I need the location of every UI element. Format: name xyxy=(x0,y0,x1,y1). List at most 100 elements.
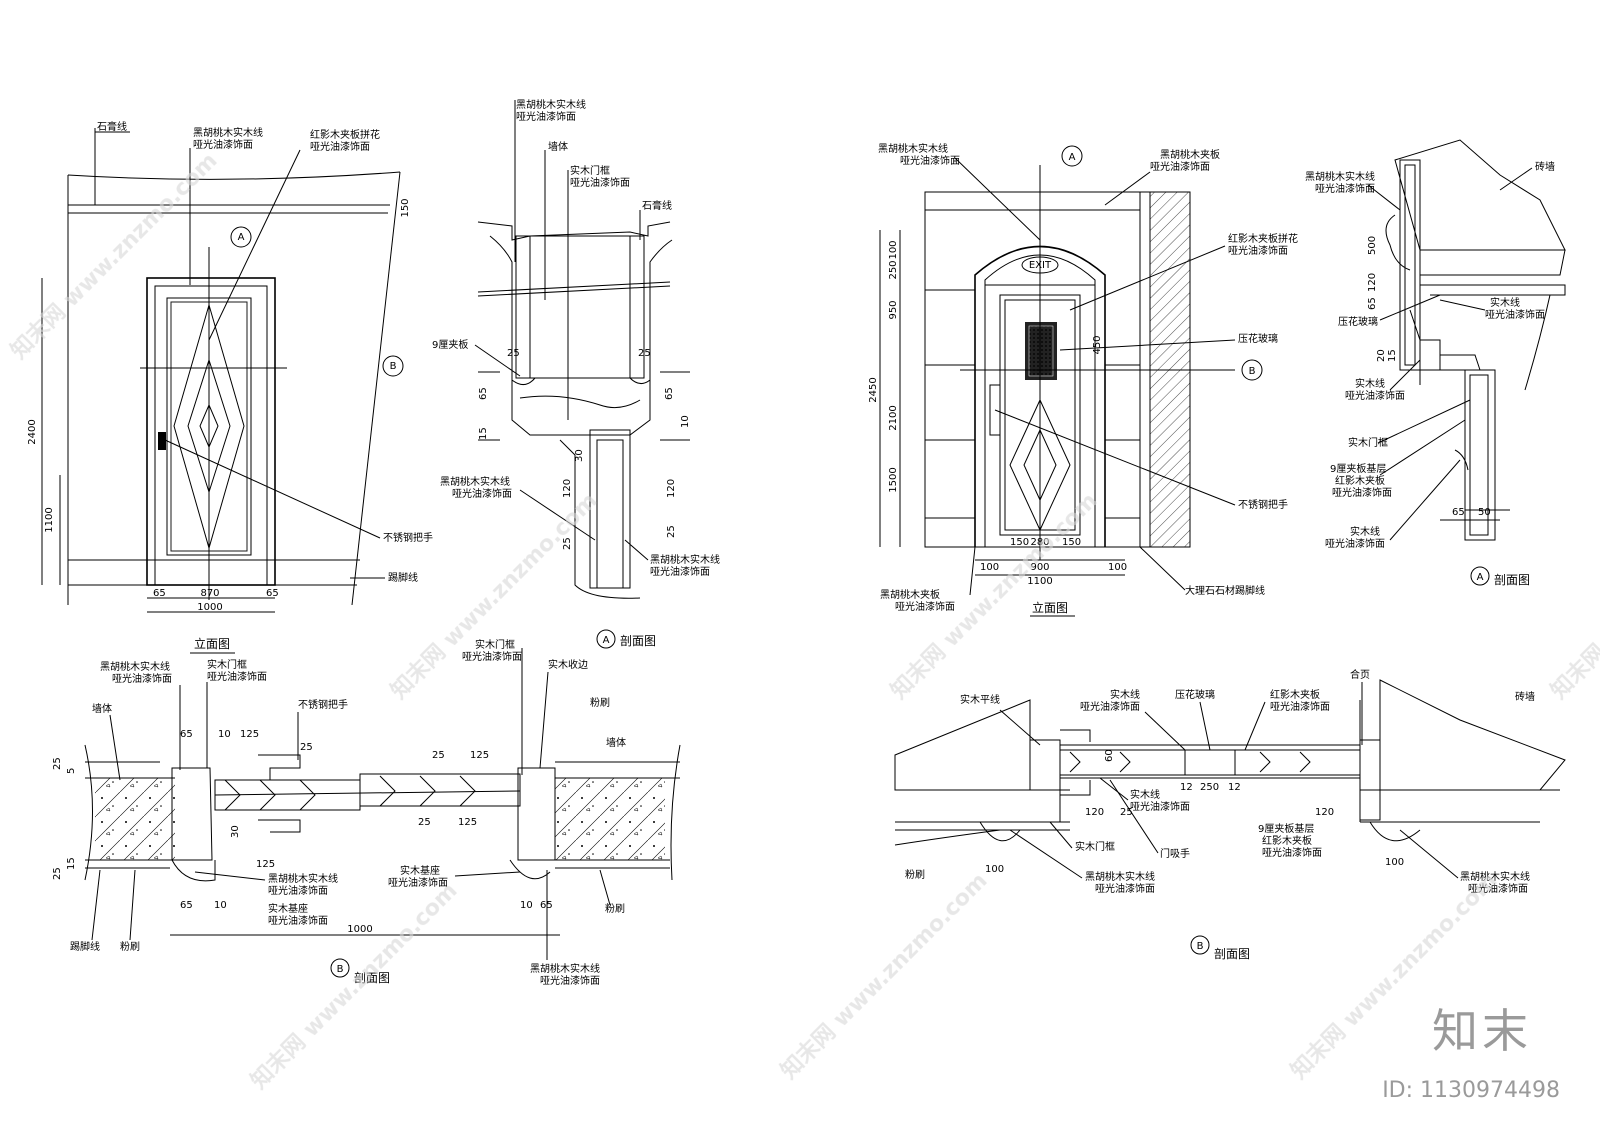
svg-text:65: 65 xyxy=(180,900,193,911)
svg-text:实木线: 实木线 xyxy=(1490,296,1520,309)
svg-text:哑光油漆饰面: 哑光油漆饰面 xyxy=(900,154,960,167)
svg-text:950: 950 xyxy=(888,300,899,319)
label-handle: 不锈钢把手 xyxy=(383,531,433,544)
svg-text:100: 100 xyxy=(1385,857,1404,868)
svg-text:哑光油漆饰面: 哑光油漆饰面 xyxy=(1325,537,1385,550)
svg-text:A: A xyxy=(1069,152,1076,163)
svg-text:450: 450 xyxy=(1092,335,1103,354)
svg-text:知末网 www.znzmo.com: 知末网 www.znzmo.com xyxy=(386,488,603,705)
svg-text:125: 125 xyxy=(470,750,489,761)
svg-text:哑光油漆饰面: 哑光油漆饰面 xyxy=(1468,882,1528,895)
marker-b: B xyxy=(390,361,397,372)
svg-text:哑光油漆饰面: 哑光油漆饰面 xyxy=(452,487,512,500)
svg-text:60: 60 xyxy=(1104,749,1115,762)
label-board: 9厘夹板 xyxy=(432,338,468,351)
dim-2400: 2400 xyxy=(27,419,38,444)
svg-text:65: 65 xyxy=(180,729,193,740)
svg-text:大理石石材踢脚线: 大理石石材踢脚线 xyxy=(1185,584,1265,597)
svg-text:哑光油漆饰面: 哑光油漆饰面 xyxy=(1150,160,1210,173)
svg-text:粉刷: 粉刷 xyxy=(605,902,625,915)
right-elevation: EXIT A B 2450 100 250 950 2100 1500 450 … xyxy=(868,142,1298,617)
svg-text:25: 25 xyxy=(52,867,63,880)
svg-text:粉刷: 粉刷 xyxy=(120,940,140,953)
svg-text:哑光油漆饰面: 哑光油漆饰面 xyxy=(1332,486,1392,499)
svg-text:125: 125 xyxy=(458,817,477,828)
svg-text:125: 125 xyxy=(256,859,275,870)
svg-text:25: 25 xyxy=(1120,807,1133,818)
svg-text:120: 120 xyxy=(562,479,573,498)
svg-text:9厘夹板基层: 9厘夹板基层 xyxy=(1330,462,1386,475)
svg-text:5: 5 xyxy=(66,768,77,774)
svg-text:A: A xyxy=(1477,572,1484,583)
svg-text:15: 15 xyxy=(478,427,489,440)
svg-text:哑光油漆饰面: 哑光油漆饰面 xyxy=(1262,846,1322,859)
svg-text:实木线: 实木线 xyxy=(1130,788,1160,801)
svg-text:知末网 www.znzmo.com: 知末网 www.znzmo.com xyxy=(776,868,993,1085)
dim-150: 150 xyxy=(400,198,411,217)
svg-text:100: 100 xyxy=(1108,562,1127,573)
svg-text:20: 20 xyxy=(1376,349,1387,362)
svg-text:实木线: 实木线 xyxy=(1110,688,1140,701)
svg-text:1500: 1500 xyxy=(888,467,899,492)
svg-text:实木收边: 实木收边 xyxy=(548,658,588,671)
label-handle-b: 不锈钢把手 xyxy=(298,698,348,711)
svg-text:黑胡桃木实木线: 黑胡桃木实木线 xyxy=(878,142,948,155)
watermarks: 知末网 www.znzmo.com 知末网 www.znzmo.com 知末网 … xyxy=(6,148,1600,1095)
svg-text:哑光油漆饰面: 哑光油漆饰面 xyxy=(1095,882,1155,895)
svg-text:12: 12 xyxy=(1228,782,1241,793)
svg-text:哑光油漆饰面: 哑光油漆饰面 xyxy=(193,138,253,151)
svg-text:哑光油漆饰面: 哑光油漆饰面 xyxy=(516,110,576,123)
svg-text:哑光油漆饰面: 哑光油漆饰面 xyxy=(650,565,710,578)
svg-text:B: B xyxy=(1197,941,1204,952)
svg-text:30: 30 xyxy=(230,825,241,838)
svg-text:25: 25 xyxy=(507,348,520,359)
svg-text:25: 25 xyxy=(666,525,677,538)
svg-text:25: 25 xyxy=(562,537,573,550)
svg-text:哑光油漆饰面: 哑光油漆饰面 xyxy=(1345,389,1405,402)
dim-870: 870 xyxy=(200,588,219,599)
svg-text:实木基座: 实木基座 xyxy=(268,902,308,915)
label-bottom2: 黑胡桃木实木线 xyxy=(650,553,720,566)
svg-text:墙体: 墙体 xyxy=(92,702,112,715)
label-skirting: 踢脚线 xyxy=(388,571,418,584)
svg-text:65: 65 xyxy=(540,900,553,911)
svg-text:红影木夹板拼花: 红影木夹板拼花 xyxy=(1228,232,1298,245)
brand-logo: 知末 xyxy=(1432,1004,1532,1058)
svg-text:10: 10 xyxy=(214,900,227,911)
svg-text:15: 15 xyxy=(66,857,77,870)
svg-text:25: 25 xyxy=(418,817,431,828)
svg-text:哑光油漆饰面: 哑光油漆饰面 xyxy=(268,884,328,897)
dim-1000: 1000 xyxy=(197,602,222,613)
svg-text:哑光油漆饰面: 哑光油漆饰面 xyxy=(112,672,172,685)
svg-text:2100: 2100 xyxy=(888,405,899,430)
svg-text:黑胡桃木实木线: 黑胡桃木实木线 xyxy=(268,872,338,885)
svg-text:黑胡桃木实木线: 黑胡桃木实木线 xyxy=(1460,870,1530,883)
svg-text:120: 120 xyxy=(1367,273,1378,292)
title-section-b-left: 剖面图 xyxy=(354,971,390,985)
svg-text:砖墙: 砖墙 xyxy=(1515,690,1535,703)
svg-text:黑胡桃木夹板: 黑胡桃木夹板 xyxy=(880,588,940,601)
svg-text:不锈钢把手: 不锈钢把手 xyxy=(1238,498,1288,511)
svg-text:10: 10 xyxy=(520,900,533,911)
title-section-b-right: 剖面图 xyxy=(1214,947,1250,961)
dim-65a: 65 xyxy=(153,588,166,599)
label-glass: 压花玻璃 xyxy=(1238,332,1278,345)
svg-text:125: 125 xyxy=(240,729,259,740)
svg-text:砖墙: 砖墙 xyxy=(1535,160,1555,173)
svg-text:红影木夹板: 红影木夹板 xyxy=(1335,474,1385,487)
title-section-a-right: 剖面图 xyxy=(1494,573,1530,587)
svg-text:知末网 www.znzmo.com: 知末网 www.znzmo.com xyxy=(1546,488,1600,705)
svg-text:黑胡桃木实木线: 黑胡桃木实木线 xyxy=(1305,170,1375,183)
label-ceiling-a: 石膏线 xyxy=(642,199,672,212)
svg-text:100: 100 xyxy=(980,562,999,573)
svg-text:哑光油漆饰面: 哑光油漆饰面 xyxy=(1315,182,1375,195)
svg-text:500: 500 xyxy=(1367,236,1378,255)
label-skirting-b: 踢脚线 xyxy=(70,940,100,953)
marker-a: A xyxy=(238,232,245,243)
svg-text:实木基座: 实木基座 xyxy=(400,864,440,877)
svg-text:50: 50 xyxy=(1478,507,1491,518)
svg-text:实木平线: 实木平线 xyxy=(960,693,1000,706)
svg-text:墙体: 墙体 xyxy=(606,736,626,749)
svg-text:哑光油漆饰面: 哑光油漆饰面 xyxy=(388,876,448,889)
svg-text:9厘夹板基层: 9厘夹板基层 xyxy=(1258,822,1314,835)
